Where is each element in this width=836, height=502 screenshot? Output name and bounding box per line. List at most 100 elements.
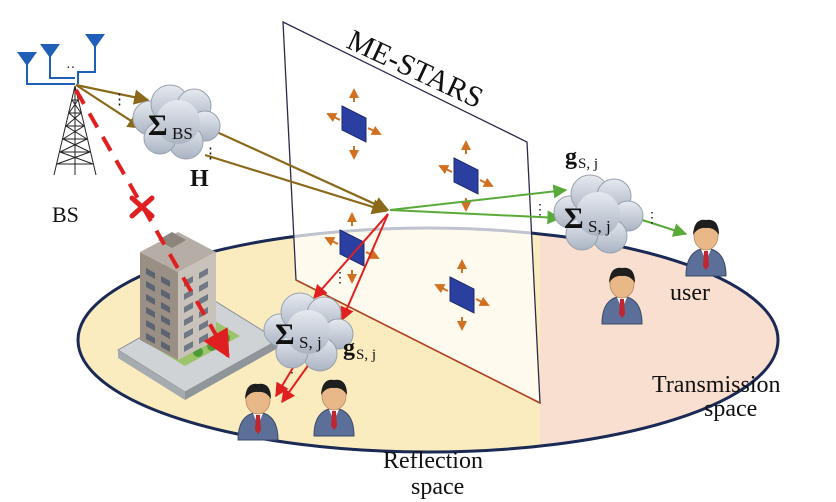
- window: [199, 281, 208, 292]
- transmission-floor: [540, 233, 778, 447]
- user-icon: [313, 379, 355, 437]
- reflect-link: [313, 213, 389, 300]
- window: [161, 341, 170, 352]
- g-reflect-label: g S, j: [343, 335, 376, 363]
- reflection-label-line2: space: [411, 474, 464, 500]
- link-dots: ⋮: [112, 92, 127, 108]
- element-tile: [449, 276, 475, 314]
- transmission-label-line2: space: [704, 396, 757, 422]
- bs-link-group: ⋮ ⋮: [75, 83, 390, 215]
- transmit-link-group: ⋮ ⋮: [389, 184, 688, 237]
- transmission-space-label: Transmission space: [652, 372, 780, 422]
- cloud-icon: [553, 174, 644, 254]
- move-arrow-icon: [479, 177, 494, 187]
- reflection-space-label: Reflection space: [383, 448, 483, 500]
- antenna-icon: [85, 34, 105, 48]
- antenna-icon: [40, 44, 60, 58]
- antenna-array: [17, 34, 105, 66]
- user-label: user: [670, 280, 710, 306]
- window: [184, 289, 193, 300]
- move-arrow-icon: [475, 296, 490, 306]
- transmission-label-line1: Transmission: [652, 372, 780, 398]
- window: [146, 333, 155, 344]
- element-tile: [339, 229, 365, 267]
- window: [161, 276, 170, 287]
- sigma-bs-cloud: Σ BS: [132, 84, 221, 160]
- meta-element: [434, 259, 490, 331]
- window: [184, 302, 193, 313]
- move-arrow-icon: [324, 237, 339, 247]
- users: [237, 219, 727, 441]
- move-arrow-icon: [434, 284, 449, 294]
- g-symbol: g: [343, 335, 355, 361]
- window: [146, 307, 155, 318]
- link-dots: ⋮: [203, 146, 218, 162]
- sigma-sj-cloud-reflect: Σ S, j: [263, 292, 354, 372]
- window: [146, 294, 155, 305]
- bs-tower: ·· BS: [17, 34, 105, 227]
- meta-element: [324, 212, 380, 284]
- move-arrow-icon: [326, 113, 341, 123]
- sigma-sj-cloud-transmit: Σ S, j: [553, 174, 644, 254]
- element-tile: [453, 157, 479, 195]
- transmit-link: [389, 209, 562, 225]
- building: [117, 232, 279, 400]
- link-dots: ⋮: [645, 211, 659, 226]
- window: [146, 268, 155, 279]
- bs-link: [75, 84, 144, 129]
- link-dots: ⋮: [333, 271, 347, 286]
- g-subscript: S, j: [356, 347, 376, 363]
- g-transmit-label: g S, j: [565, 144, 598, 172]
- cloud-icon: [132, 84, 221, 160]
- window: [161, 302, 170, 313]
- meta-element: [438, 140, 494, 212]
- g-symbol: g: [565, 144, 577, 170]
- bs-link: [204, 153, 388, 215]
- antenna-icon: [17, 52, 37, 66]
- bs-link: [75, 83, 150, 105]
- blocked-x-icon: [129, 195, 155, 219]
- sigma-bs-symbol: Σ: [148, 109, 168, 142]
- antenna-feeds: [26, 45, 96, 85]
- blocked-direct-link: [74, 89, 230, 359]
- move-arrow-icon: [365, 249, 380, 259]
- tree-icon: [220, 333, 230, 343]
- bs-link: [207, 126, 390, 212]
- panel-base-line: [295, 279, 541, 404]
- element-tile: [341, 105, 367, 143]
- move-arrow-icon: [367, 125, 382, 135]
- user-icon: [685, 219, 727, 277]
- sigma-sj-symbol: Σ: [564, 202, 584, 235]
- user-icon: [237, 383, 279, 441]
- sigma-bs-subscript: BS: [172, 124, 193, 143]
- link-dots: ⋮: [533, 203, 547, 218]
- reflect-link: [281, 359, 313, 404]
- reflect-link: [340, 213, 389, 322]
- window: [199, 268, 208, 279]
- window: [161, 289, 170, 300]
- channel-h-label: H: [190, 166, 209, 192]
- window: [146, 320, 155, 331]
- transmit-link: [389, 184, 568, 211]
- meta-element: [326, 88, 382, 160]
- move-arrow-icon: [438, 165, 453, 175]
- sigma-sj-subscript: S, j: [299, 333, 322, 352]
- bs-label: BS: [52, 202, 79, 227]
- user-icon: [601, 267, 643, 325]
- meta-elements: [324, 88, 494, 331]
- reflection-label-line1: Reflection: [383, 448, 483, 474]
- blocked-link-group: [74, 89, 230, 359]
- sigma-sj-subscript: S, j: [588, 217, 611, 236]
- building-roof: [140, 232, 216, 272]
- window: [199, 294, 208, 305]
- tower-lattice: [53, 85, 97, 176]
- window: [146, 281, 155, 292]
- window: [184, 315, 193, 326]
- window: [184, 341, 193, 352]
- g-subscript: S, j: [578, 156, 598, 172]
- sigma-sj-symbol: Σ: [275, 318, 295, 351]
- cloud-icon: [263, 292, 354, 372]
- transmit-link: [635, 217, 688, 237]
